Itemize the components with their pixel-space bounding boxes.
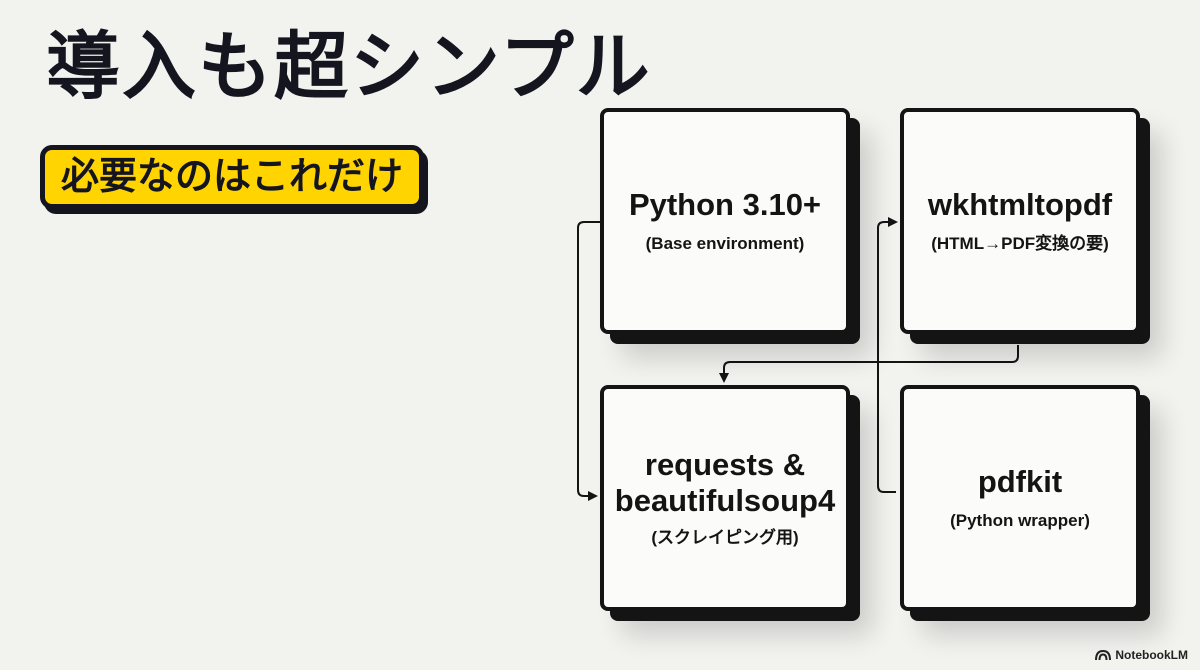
brand-watermark: NotebookLM: [1095, 648, 1188, 662]
pdfkit-box: pdfkit (Python wrapper): [900, 385, 1140, 611]
requests-box: requests & beautifulsoup4 (スクレイピング用): [600, 385, 850, 611]
requests-box-title-line2: beautifulsoup4: [614, 482, 836, 518]
arrow-python-to-requests: [577, 221, 600, 501]
python-box: Python 3.10+ (Base environment): [600, 108, 850, 334]
arrow-wkhtmltopdf-to-requests: [719, 345, 1019, 383]
page-title: 導入も超シンプル: [46, 24, 652, 110]
wkhtmltopdf-box: wkhtmltopdf (HTML→PDF変換の要): [900, 108, 1140, 334]
python-box-title: Python 3.10+: [628, 187, 822, 223]
pdfkit-box-title: pdfkit: [977, 464, 1063, 500]
subtitle-badge: 必要なのはこれだけ: [40, 145, 425, 209]
wkhtmltopdf-box-subtitle: (HTML→PDF変換の要): [931, 233, 1109, 253]
brand-label: NotebookLM: [1115, 648, 1188, 662]
requests-box-subtitle: (スクレイピング用): [651, 527, 799, 547]
notebooklm-logo-icon: [1095, 649, 1112, 661]
pdfkit-box-subtitle: (Python wrapper): [950, 510, 1090, 530]
arrow-pdfkit-to-wkhtmltopdf: [877, 217, 898, 493]
requests-box-title-line1: requests &: [644, 447, 806, 483]
wkhtmltopdf-box-title: wkhtmltopdf: [927, 187, 1113, 223]
python-box-subtitle: (Base environment): [645, 233, 805, 253]
